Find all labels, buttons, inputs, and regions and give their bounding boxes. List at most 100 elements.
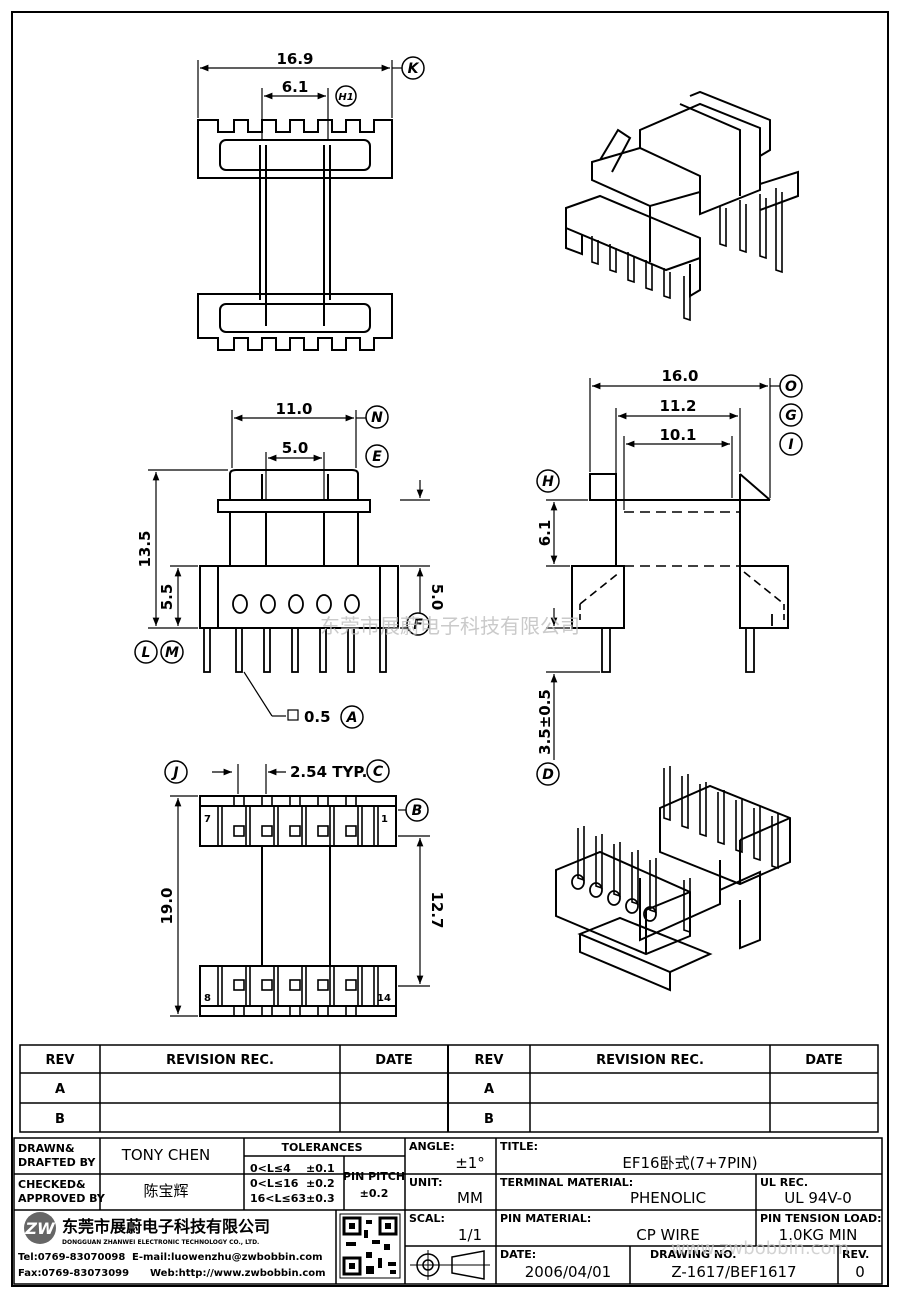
- svg-text:ZW: ZW: [24, 1219, 56, 1238]
- tol-value-1: ±0.1: [306, 1162, 335, 1175]
- checked-name: 陈宝辉: [143, 1182, 188, 1200]
- square-pin-symbol: [287, 709, 299, 721]
- dim-19-0: 19.0: [158, 887, 176, 924]
- drawn-label-1: DRAWN&: [18, 1142, 75, 1155]
- ul-rec-value: UL 94V-0: [784, 1189, 852, 1207]
- svg-text:H1: H1: [338, 92, 353, 103]
- callout-j: J: [164, 760, 188, 784]
- company-name-cn: 东莞市展蔚电子科技有限公司: [62, 1217, 270, 1236]
- rev-row-b-1: B: [55, 1112, 65, 1127]
- rev-header-rec-2: REVISION REC.: [596, 1053, 704, 1068]
- projection-symbol-icon: [410, 1250, 490, 1280]
- svg-text:H: H: [542, 474, 554, 490]
- rev-header-date-2: DATE: [805, 1053, 843, 1068]
- terminal-material-value: PHENOLIC: [630, 1189, 706, 1207]
- svg-text:J: J: [170, 765, 178, 781]
- angle-label: ANGLE:: [409, 1140, 455, 1153]
- drawing-no-value: Z-1617/BEF1617: [671, 1263, 796, 1281]
- svg-text:I: I: [788, 437, 793, 453]
- top-view: [197, 119, 393, 351]
- company-tel: Tel:0769-83070098: [18, 1252, 125, 1263]
- date-label: DATE:: [500, 1248, 536, 1261]
- svg-text:O: O: [785, 379, 797, 395]
- drawn-label-2: DRAFTED BY: [18, 1156, 96, 1169]
- rev-label: REV.: [842, 1248, 869, 1261]
- dim-11-2: 11.2: [659, 397, 696, 415]
- company-email: E-mail:luowenzhu@zwbobbin.com: [132, 1252, 323, 1263]
- tol-value-3: ±0.3: [306, 1192, 335, 1205]
- dim-6-1: 6.1: [282, 78, 309, 96]
- pin-label-1: 1: [381, 814, 388, 825]
- revision-table: [19, 1044, 879, 1133]
- callout-g: G: [779, 403, 803, 427]
- svg-text:L: L: [142, 645, 151, 661]
- scal-value: 1/1: [458, 1226, 482, 1244]
- callout-h1: H1: [335, 85, 357, 107]
- callout-a: A: [340, 705, 364, 729]
- rev-header-rev-2: REV: [475, 1053, 504, 1068]
- dim-16-0: 16.0: [661, 367, 698, 385]
- svg-text:N: N: [371, 410, 383, 426]
- pin-material-value: CP WIRE: [636, 1226, 699, 1244]
- tolerances-label: TOLERANCES: [281, 1141, 362, 1154]
- dim-10-1: 10.1: [659, 426, 696, 444]
- front-view-dims: [148, 410, 430, 717]
- pin-label-7: 7: [204, 814, 211, 825]
- callout-d: D: [536, 762, 560, 786]
- callout-c: C: [366, 759, 390, 783]
- callout-k: K: [392, 56, 425, 80]
- callout-i: I: [779, 432, 803, 456]
- pin-label-14: 14: [377, 993, 391, 1004]
- rev-row-a-2: A: [484, 1082, 494, 1097]
- rev-row-b-2: B: [484, 1112, 494, 1127]
- tol-value-2: ±0.2: [306, 1177, 335, 1190]
- rev-header-date-1: DATE: [375, 1053, 413, 1068]
- drawn-name: TONY CHEN: [121, 1146, 211, 1164]
- pin-label-8: 8: [204, 993, 211, 1004]
- isometric-view-top: [565, 90, 799, 322]
- qr-code-icon: [339, 1213, 401, 1279]
- svg-text:A: A: [346, 710, 358, 726]
- title-block: [13, 1137, 883, 1285]
- dim-2-54: 2.54 TYP.: [290, 763, 367, 781]
- rev-header-rev-1: REV: [46, 1053, 75, 1068]
- callout-o: O: [770, 374, 803, 398]
- site-watermark: www.zwbobbin.com: [671, 1238, 849, 1259]
- callout-f: F: [406, 612, 430, 636]
- pin-pitch-label: PIN PITCH: [343, 1170, 405, 1183]
- dim-0-5: 0.5: [304, 708, 331, 726]
- side-view: [571, 473, 789, 673]
- rev-row-a-1: A: [55, 1082, 65, 1097]
- svg-text:G: G: [785, 408, 797, 424]
- dim-5-0-top: 5.0: [282, 439, 309, 457]
- callout-m: M: [160, 640, 184, 664]
- checked-label-1: CHECKED&: [18, 1178, 86, 1191]
- callout-l: L: [134, 640, 158, 664]
- dim-5-5: 5.5: [158, 584, 176, 611]
- terminal-material-label: TERMINAL MATERIAL:: [500, 1176, 633, 1189]
- bottom-view-dims: [170, 764, 430, 1017]
- unit-value: MM: [457, 1189, 483, 1207]
- ul-rec-label: UL REC.: [760, 1176, 808, 1189]
- svg-text:M: M: [165, 645, 179, 661]
- tol-range-2: 0<L≤16: [250, 1177, 299, 1190]
- callout-n: N: [356, 405, 389, 429]
- isometric-view-bottom: [555, 766, 791, 992]
- company-watermark: 东莞市展蔚电子科技有限公司: [320, 614, 580, 638]
- company-logo-icon: ZW: [24, 1212, 56, 1244]
- checked-label-2: APPROVED BY: [18, 1192, 106, 1205]
- rev-value: 0: [855, 1263, 865, 1281]
- svg-text:E: E: [372, 449, 382, 465]
- unit-label: UNIT:: [409, 1176, 443, 1189]
- svg-text:K: K: [408, 61, 420, 77]
- drawing-frame: [11, 11, 889, 1287]
- company-name-en: DONGGUAN ZHANWEI ELECTRONIC TECHNOLOGY C…: [62, 1239, 259, 1246]
- drawing-no-label: DRAWING NO.: [650, 1248, 736, 1261]
- dim-13-5: 13.5: [136, 530, 154, 567]
- callout-e: E: [365, 444, 389, 468]
- tol-range-1: 0<L≤4: [250, 1162, 291, 1175]
- rev-header-rec-1: REVISION REC.: [166, 1053, 274, 1068]
- dim-12-7: 12.7: [428, 891, 446, 928]
- svg-text:B: B: [412, 803, 423, 819]
